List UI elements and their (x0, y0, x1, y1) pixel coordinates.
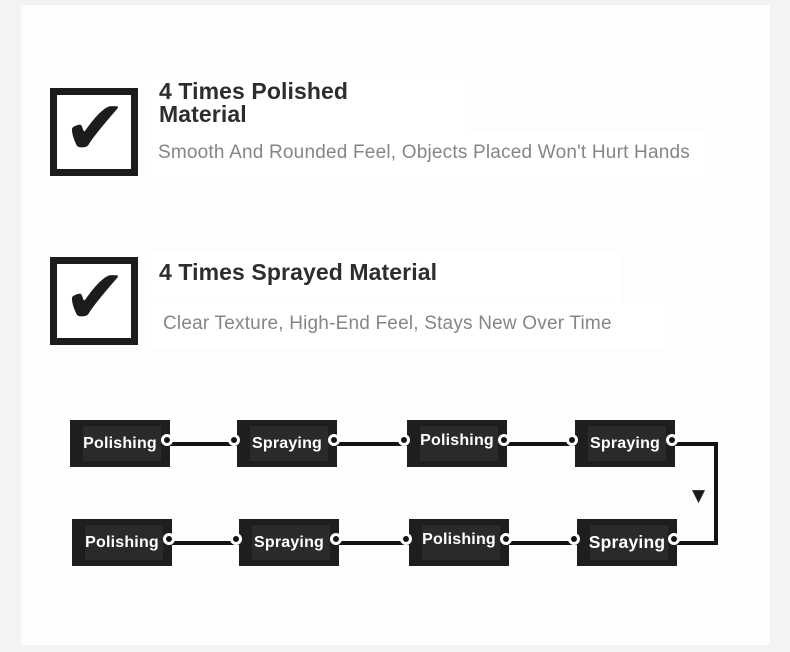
process-step-label: Polishing (422, 530, 496, 548)
process-step-box: Polishing (70, 420, 170, 467)
process-step-label: Polishing (83, 434, 157, 452)
checkbox-check-icon: ✔ (50, 257, 138, 345)
connector-line (339, 541, 409, 545)
process-step-box: Spraying (575, 420, 675, 467)
feature-1-subtitle: Smooth And Rounded Feel, Objects Placed … (158, 142, 690, 163)
connector-dot (163, 533, 175, 545)
connector-dot (500, 533, 512, 545)
feature-1-title: 4 Times Polished Material (159, 78, 349, 127)
process-step-label: Polishing (420, 431, 494, 449)
check-mark-icon: ✔ (63, 252, 127, 341)
connector-dot (161, 434, 173, 446)
connector-line (170, 442, 237, 446)
connector-dot (568, 533, 580, 545)
feature-2-subtitle: Clear Texture, High-End Feel, Stays New … (163, 313, 612, 334)
process-step-box: Polishing (409, 519, 509, 566)
process-step-label: Spraying (589, 434, 661, 452)
checkbox-check-icon: ✔ (50, 88, 138, 176)
title-2-patch (150, 252, 620, 302)
elbow-connector-vertical (714, 442, 718, 545)
down-arrow-icon: ▼ (692, 486, 706, 506)
process-step-label: Polishing (85, 533, 159, 551)
connector-line (337, 442, 407, 446)
connector-dot (398, 434, 410, 446)
process-step-label: Spraying (253, 533, 325, 551)
connector-dot (328, 434, 340, 446)
process-step-box: Polishing (407, 420, 507, 467)
process-step-label: Spraying (251, 434, 323, 452)
subtitle-2-patch (150, 304, 670, 348)
process-step-label: Spraying (588, 532, 666, 552)
connector-dot (230, 533, 242, 545)
connector-dot (228, 434, 240, 446)
process-step-box: Polishing (72, 519, 172, 566)
title-1-patch (150, 74, 465, 140)
connector-dot (400, 533, 412, 545)
connector-dot (498, 434, 510, 446)
connector-line (507, 442, 575, 446)
subtitle-1-patch (150, 133, 706, 178)
connector-dot (668, 533, 680, 545)
connector-dot (330, 533, 342, 545)
feature-2-title: 4 Times Sprayed Material (159, 259, 438, 285)
process-step-box: Spraying (577, 519, 677, 566)
elbow-connector-top (675, 442, 718, 446)
process-step-box: Spraying (239, 519, 339, 566)
connector-dot (666, 434, 678, 446)
connector-dot (566, 434, 578, 446)
process-step-box: Spraying (237, 420, 337, 467)
connector-line (172, 541, 239, 545)
connector-line (509, 541, 577, 545)
check-mark-icon: ✔ (63, 83, 127, 172)
elbow-connector-bottom (677, 541, 718, 545)
